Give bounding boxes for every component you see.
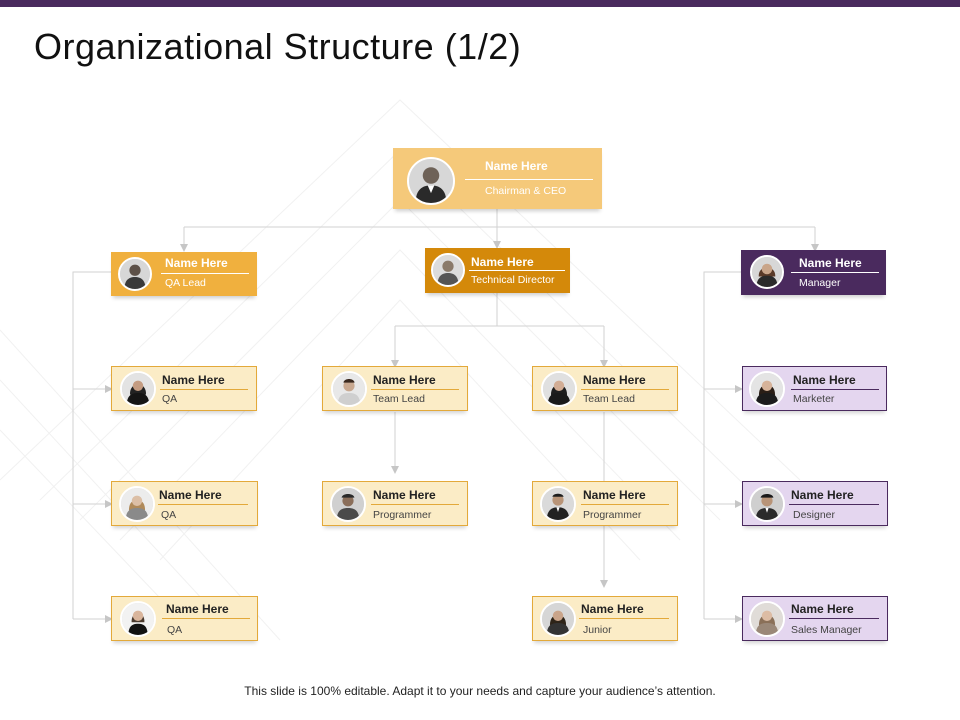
team-lead-2-role: Team Lead (583, 393, 635, 405)
qa-1-card: Name Here QA (111, 366, 257, 411)
qa-lead-card: Name Here QA Lead (111, 252, 257, 296)
designer-separator (789, 504, 879, 505)
junior-name: Name Here (581, 602, 644, 616)
manager-photo (750, 255, 784, 289)
ceo-name: Name Here (485, 159, 548, 173)
technical-director-separator (469, 270, 565, 271)
manager-role: Manager (799, 277, 841, 289)
qa-1-photo (120, 371, 156, 407)
programmer-2-role: Programmer (583, 509, 642, 521)
programmer-1-photo (330, 486, 366, 522)
marketer-separator (791, 389, 879, 390)
qa-3-card: Name Here QA (111, 596, 258, 641)
marketer-card: Name Here Marketer (742, 366, 887, 411)
top-accent-bar (0, 0, 960, 7)
qa-2-card: Name Here QA (111, 481, 258, 526)
qa-lead-role: QA Lead (165, 277, 206, 289)
programmer-1-separator (371, 504, 459, 505)
programmer-2-card: Name Here Programmer (532, 481, 678, 526)
team-lead-1-role: Team Lead (373, 393, 425, 405)
sales-manager-photo (749, 601, 785, 637)
designer-name: Name Here (791, 488, 854, 502)
team-lead-1-card: Name Here Team Lead (322, 366, 468, 411)
manager-card: Name Here Manager (741, 250, 886, 295)
qa-1-name: Name Here (162, 373, 225, 387)
team-lead-2-photo (541, 371, 577, 407)
qa-3-role: QA (167, 624, 183, 636)
team-lead-2-separator (581, 389, 669, 390)
manager-separator (791, 272, 879, 273)
programmer-1-name: Name Here (373, 488, 436, 502)
qa-lead-separator (161, 273, 249, 274)
junior-photo (540, 601, 576, 637)
qa-3-name: Name Here (166, 602, 229, 616)
technical-director-photo (431, 253, 465, 287)
ceo-photo (407, 157, 455, 205)
qa-lead-name: Name Here (165, 256, 228, 270)
junior-role: Junior (583, 624, 612, 636)
marketer-photo (749, 371, 785, 407)
programmer-2-photo (540, 486, 576, 522)
qa-2-separator (158, 504, 248, 505)
ceo-role: Chairman & CEO (485, 185, 567, 197)
technical-director-card: Name Here Technical Director (425, 248, 570, 293)
qa-2-photo (119, 486, 155, 522)
team-lead-1-photo (331, 371, 367, 407)
qa-3-photo (120, 601, 156, 637)
footer-caption: This slide is 100% editable. Adapt it to… (244, 684, 716, 698)
marketer-name: Name Here (793, 373, 856, 387)
qa-1-separator (160, 389, 248, 390)
sales-manager-separator (789, 618, 879, 619)
junior-card: Name Here Junior (532, 596, 678, 641)
programmer-1-role: Programmer (373, 509, 432, 521)
designer-card: Name Here Designer (742, 481, 888, 526)
sales-manager-card: Name Here Sales Manager (742, 596, 888, 641)
programmer-2-name: Name Here (583, 488, 646, 502)
ceo-card: Name Here Chairman & CEO (393, 148, 602, 209)
team-lead-1-name: Name Here (373, 373, 436, 387)
sales-manager-role: Sales Manager (791, 624, 862, 636)
team-lead-2-name: Name Here (583, 373, 646, 387)
team-lead-2-card: Name Here Team Lead (532, 366, 678, 411)
qa-3-separator (162, 618, 250, 619)
qa-2-role: QA (161, 509, 177, 521)
junior-separator (579, 618, 669, 619)
technical-director-name: Name Here (471, 255, 534, 269)
programmer-2-separator (581, 504, 669, 505)
programmer-1-card: Name Here Programmer (322, 481, 468, 526)
designer-role: Designer (793, 509, 836, 521)
qa-2-name: Name Here (159, 488, 222, 502)
team-lead-1-separator (371, 389, 459, 390)
ceo-separator (465, 179, 593, 180)
page-title: Organizational Structure (1/2) (34, 26, 522, 67)
marketer-role: Marketer (793, 393, 835, 405)
designer-photo (749, 486, 785, 522)
manager-name: Name Here (799, 256, 862, 270)
qa-lead-photo (118, 257, 152, 291)
qa-1-role: QA (162, 393, 178, 405)
sales-manager-name: Name Here (791, 602, 854, 616)
technical-director-role: Technical Director (471, 274, 555, 286)
